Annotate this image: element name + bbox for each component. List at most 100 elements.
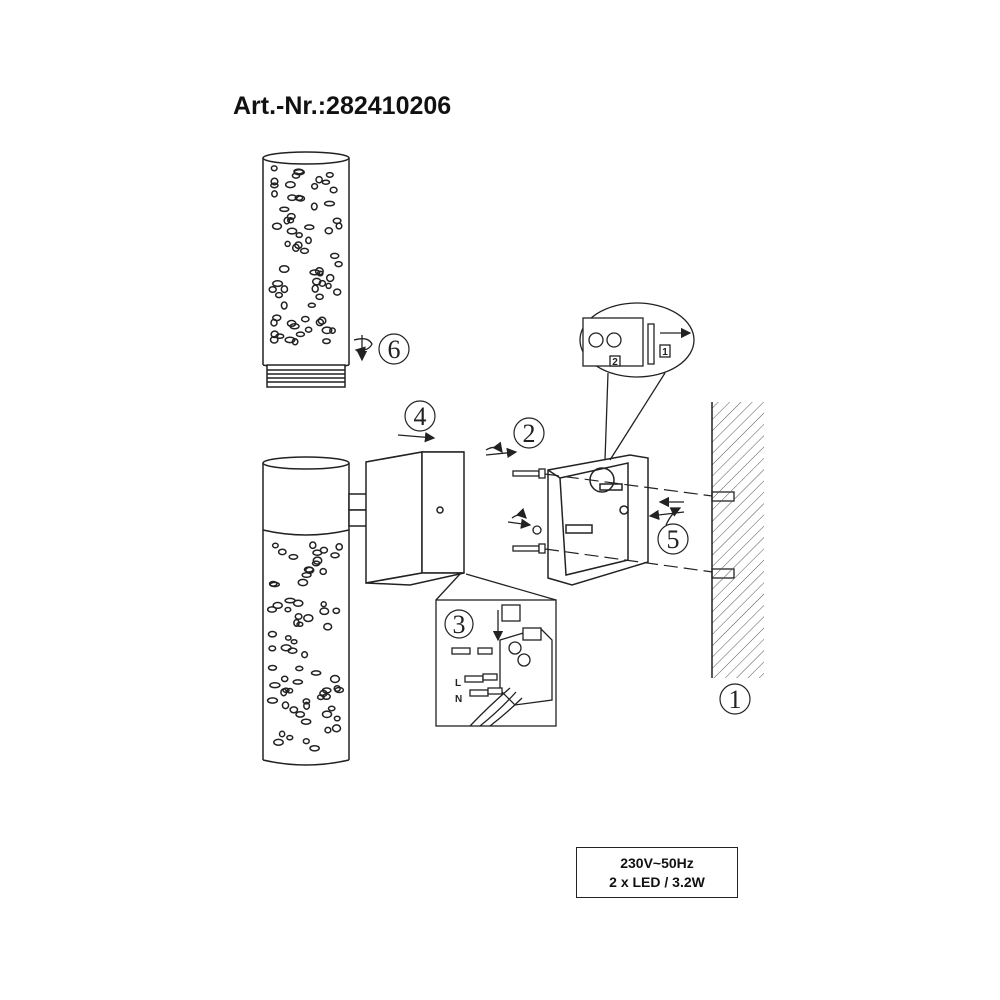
perforation-hole: [291, 243, 300, 253]
perforation-hole: [284, 336, 296, 344]
perforation-hole: [321, 179, 331, 185]
perforation-hole: [280, 644, 292, 652]
perforation-hole: [295, 710, 306, 718]
article-number-title: Art.-Nr.:282410206: [233, 92, 452, 120]
push-arrow-step4: [397, 432, 436, 443]
perforation-hole: [300, 718, 312, 725]
svg-text:N: N: [455, 694, 462, 705]
svg-text:2: 2: [523, 419, 536, 448]
svg-text:3: 3: [453, 610, 466, 639]
perforation-hole: [294, 613, 303, 620]
svg-text:5: 5: [667, 525, 680, 554]
electrical-spec-box: 230V~50Hz 2 x LED / 3.2W: [576, 847, 738, 898]
perforation-hole: [289, 323, 300, 330]
perforation-hole: [286, 227, 298, 235]
perforation-hole: [331, 724, 342, 733]
perforation-hole: [314, 267, 324, 276]
perforation-hole: [287, 194, 298, 202]
perforation-hole: [322, 693, 331, 701]
perforation-hole: [310, 182, 319, 190]
perforation-hole: [280, 301, 288, 310]
lower-lamp-cylinder: [262, 456, 350, 766]
perforation-hole: [284, 634, 292, 641]
rotate-arrow-step2: [485, 441, 532, 529]
perforation-hole: [291, 337, 299, 346]
wall: [711, 402, 764, 678]
perforation-hole: [305, 236, 312, 245]
perforation-hole: [317, 316, 327, 325]
perforation-hole: [316, 694, 325, 701]
svg-text:1: 1: [662, 347, 668, 358]
perforation-hole: [296, 621, 304, 628]
perforation-hole: [295, 232, 303, 239]
perforation-hole: [297, 578, 309, 587]
perforation-hole: [322, 338, 331, 345]
perforation-hole: [267, 664, 278, 671]
drill-lines: [544, 473, 721, 574]
perforation-hole: [272, 280, 284, 288]
spec-voltage: 230V~50Hz: [620, 854, 694, 871]
perforation-hole: [307, 302, 317, 309]
perforation-hole: [280, 675, 289, 683]
perforation-hole: [292, 599, 304, 608]
perforation-hole: [271, 542, 279, 549]
perforation-hole: [324, 227, 334, 235]
perforation-hole: [321, 326, 333, 335]
perforation-hole: [286, 687, 294, 694]
perforation-hole: [319, 567, 328, 576]
perforation-hole: [272, 601, 283, 610]
upper-shade-cylinder: [262, 151, 350, 388]
perforation-hole: [270, 177, 279, 186]
wiring-detail-box: L N: [435, 573, 557, 727]
spec-power: 2 x LED / 3.2W: [609, 873, 705, 890]
perforation-hole: [286, 217, 295, 224]
perforation-hole: [332, 607, 341, 615]
step-2-callout: 2: [513, 417, 545, 449]
perforation-hole: [268, 285, 277, 294]
perforation-hole: [273, 738, 284, 746]
perforation-hole: [329, 252, 340, 260]
step-4-callout: 4: [404, 400, 436, 432]
perforation-hole: [270, 165, 278, 172]
perforation-hole: [280, 688, 288, 697]
perforation-hole: [295, 331, 306, 338]
perforation-hole: [309, 269, 321, 276]
perforation-hole: [293, 168, 304, 175]
perforation-hole: [329, 327, 336, 334]
perforation-hole: [284, 597, 296, 604]
perforation-hole: [332, 288, 342, 296]
perforation-hole: [268, 645, 277, 652]
perforation-hole: [288, 553, 299, 560]
perforation-hole: [300, 315, 310, 323]
perforation-hole: [299, 247, 310, 255]
perforation-hole: [325, 273, 335, 283]
perforation-hole: [289, 706, 299, 714]
wall-box: [365, 451, 465, 586]
perforation-hole: [315, 318, 325, 327]
perforation-hole: [267, 630, 278, 638]
perforation-hole: [302, 698, 311, 705]
step-1-callout: 1: [719, 683, 751, 715]
perforation-hole: [310, 202, 318, 211]
perforation-hole: [278, 264, 290, 274]
svg-text:1: 1: [729, 685, 742, 714]
perforation-hole: [304, 224, 315, 231]
perforation-hole: [329, 674, 341, 684]
perforation-hole: [315, 293, 324, 301]
perforation-hole: [266, 697, 279, 704]
svg-text:L: L: [455, 678, 461, 689]
perforation-hole: [321, 710, 333, 719]
perforation-hole: [295, 195, 306, 202]
perforation-hole: [283, 216, 291, 225]
perforation-hole: [323, 622, 333, 631]
perforation-hole: [270, 182, 279, 189]
perforation-hole: [271, 190, 278, 198]
perforation-hole: [315, 175, 323, 184]
perforation-hole: [274, 291, 284, 299]
svg-text:4: 4: [414, 402, 427, 431]
perforation-hole: [333, 715, 341, 722]
perforation-hole: [281, 701, 290, 710]
perforation-hole: [295, 665, 304, 672]
rotate-arrow-step6: [353, 335, 373, 362]
